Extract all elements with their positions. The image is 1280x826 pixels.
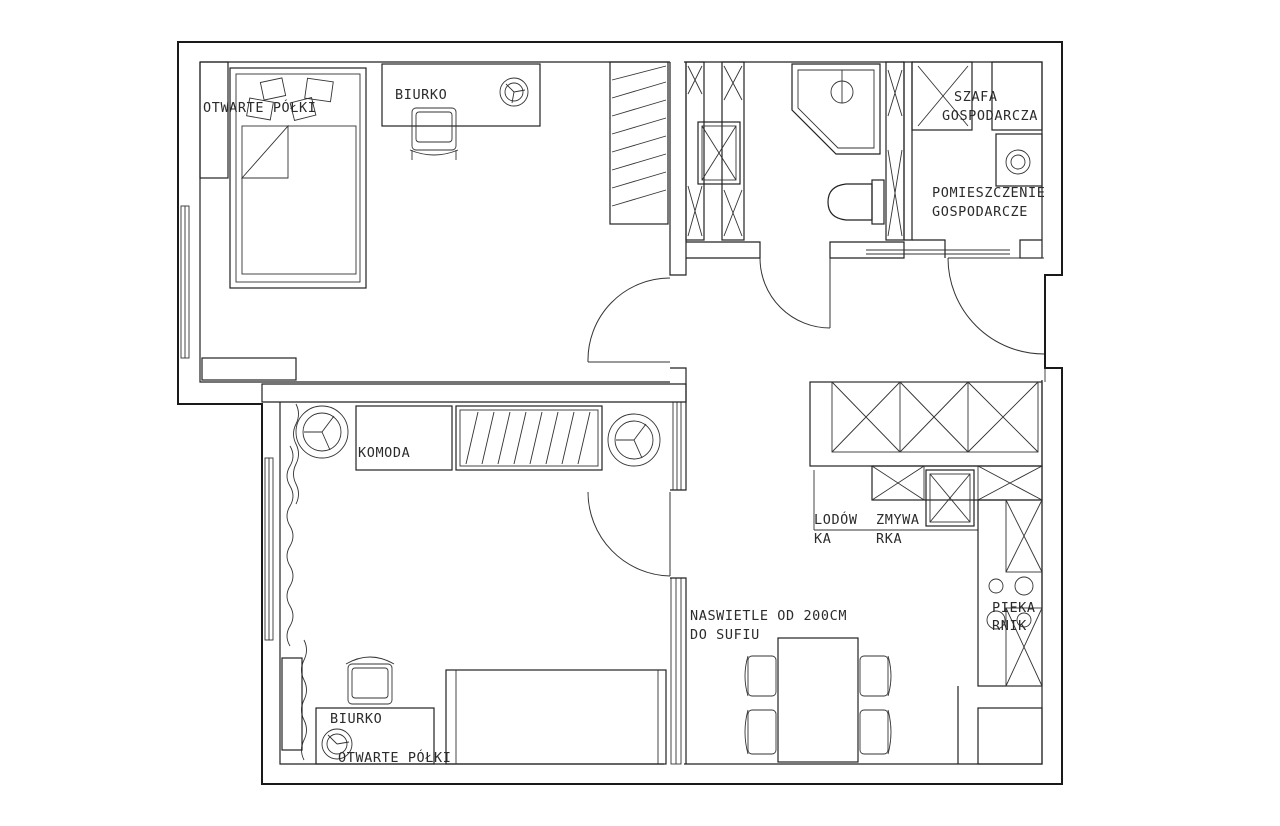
label-fridge-1: LODÓW [814, 510, 858, 528]
label-oven-2: RNIK [992, 618, 1027, 634]
dining-chair-icon [859, 709, 892, 755]
windows [180, 205, 682, 765]
label-skylight-2: DO SUFIU [690, 627, 760, 643]
washbasin-icon [697, 121, 741, 185]
label-skylight-1: NASWIETLE OD 200CM [690, 608, 847, 624]
pillow-icons [246, 77, 334, 121]
dining-chair-icon [744, 655, 777, 697]
label-dishwasher-1: ZMYWA [876, 512, 920, 528]
label-utility-room-2: GOSPODARCZE [932, 204, 1028, 220]
desk-lamp-icon-2 [321, 728, 353, 760]
chair-icon-2 [345, 656, 395, 705]
label-open-shelves-bottom: OTWARTE PÓŁKI [338, 748, 451, 766]
outer-walls [177, 41, 1063, 785]
interior-walls [261, 61, 1043, 764]
label-storage-wardrobe-2: GOSPODARCZA [942, 108, 1038, 124]
wardrobe-hangers [611, 65, 667, 207]
label-fridge-2: KA [814, 531, 831, 547]
label-open-shelves-top: OTWARTE PÓŁKI [203, 98, 316, 116]
bedroom-2-furniture [281, 403, 667, 765]
dining-chair-icon [744, 709, 777, 755]
label-utility-room-1: POMIESZCZENIE [932, 185, 1045, 201]
label-dresser: KOMODA [358, 445, 410, 461]
label-desk-top: BIURKO [395, 87, 447, 103]
shower-icon [791, 63, 881, 155]
bed-icon-2 [445, 669, 667, 765]
label-oven-1: PIEKA [992, 600, 1036, 616]
sink-icon [925, 469, 975, 527]
stove-icon [986, 576, 1034, 630]
plant-icon-2 [607, 413, 661, 467]
plant-icon [295, 405, 349, 459]
bathroom-furniture [685, 61, 905, 241]
doors [587, 249, 1045, 577]
kitchen-furniture [809, 368, 1046, 765]
label-desk-bottom: BIURKO [330, 711, 382, 727]
dining-chair-icon [859, 655, 892, 697]
curtain-icon [286, 403, 307, 761]
label-dishwasher-2: RKA [876, 531, 902, 547]
label-storage-wardrobe-1: SZAFA [954, 89, 998, 105]
wardrobe-hangers-2 [465, 411, 591, 465]
dining-set [744, 637, 892, 763]
washing-machine-icon [1005, 149, 1031, 175]
chair-icon [409, 107, 459, 160]
toilet-icon [827, 179, 885, 225]
room-labels: OTWARTE PÓŁKI BIURKO SZAFA GOSPODARCZA P… [203, 87, 1045, 766]
utility-room [911, 61, 1043, 187]
bedroom-1-furniture [199, 61, 669, 381]
desk-lamp-icon [499, 77, 529, 107]
